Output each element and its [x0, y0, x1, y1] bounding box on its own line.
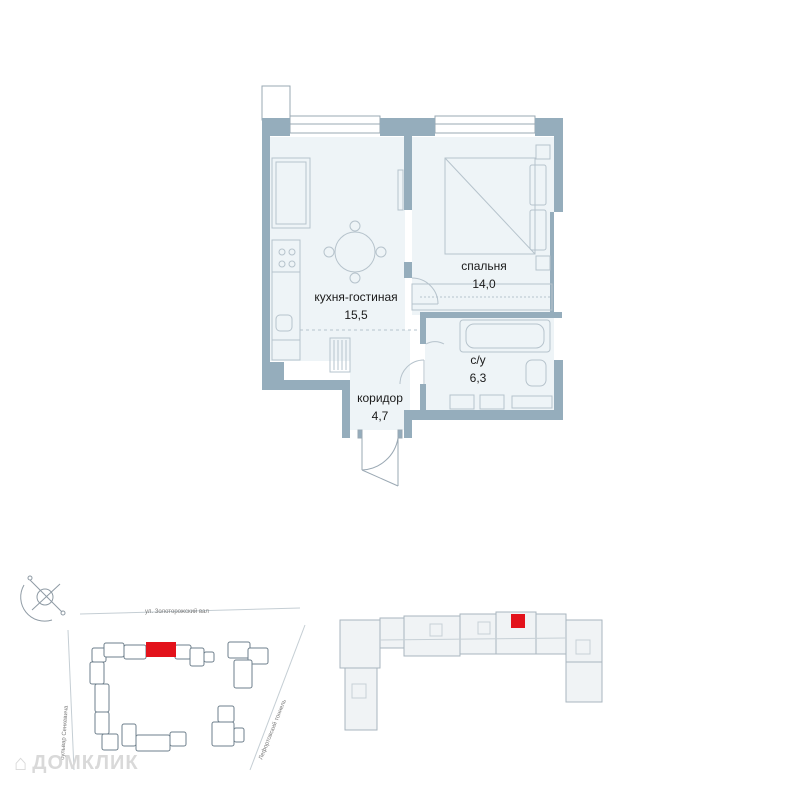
corridor-name: коридор: [357, 391, 403, 405]
bathroom-furniture: [399, 319, 553, 410]
street-left-line: [67, 629, 75, 771]
home-logo-icon: ⌂: [14, 750, 29, 775]
kitchen-name: кухня-гостиная: [314, 290, 397, 304]
bathroom-area: 6,3: [470, 371, 487, 385]
bedroom-area: 14,0: [472, 277, 496, 291]
site-buildings: [89, 641, 269, 752]
entrance-door: [357, 429, 403, 487]
domclick-watermark: ⌂ ДОМКЛИК: [14, 750, 139, 776]
street-right-label: Лефортовский тоннель: [257, 699, 288, 761]
street-left-label: бульвар Сенкевича: [60, 705, 70, 760]
kitchen-area: 15,5: [344, 308, 368, 322]
corridor-area: 4,7: [372, 409, 389, 423]
kitchen-furniture: [271, 157, 439, 373]
watermark-text: ДОМКЛИК: [32, 751, 139, 774]
bedroom-furniture: [411, 144, 553, 311]
room-labels: кухня-гостиная 15,5 спальня 14,0 с/у 6,3…: [314, 259, 506, 423]
compass-icon: [20, 575, 66, 622]
street-right-line: [249, 624, 306, 771]
street-top-line: [79, 607, 301, 615]
building-floor-plan: [339, 611, 603, 731]
floor-plan-highlight: [511, 614, 525, 628]
street-top-label: ул. Золоторожский вал: [145, 608, 209, 615]
site-plan: ул. Золоторожский вал бульвар Сенкевича …: [60, 607, 306, 771]
bathroom-name: с/у: [470, 353, 485, 367]
balcony-box: [261, 85, 291, 121]
apartment-plan: кухня-гостиная 15,5 спальня 14,0 с/у 6,3…: [261, 85, 563, 487]
walls: [262, 118, 563, 438]
bedroom-name: спальня: [461, 259, 507, 273]
site-highlight: [146, 642, 176, 657]
